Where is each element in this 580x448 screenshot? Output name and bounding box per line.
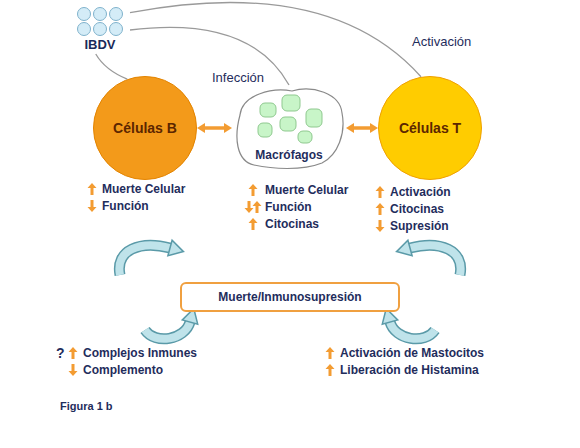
effect-label: Muerte Celular [102,181,202,197]
node-text: Células T [399,120,461,136]
up-arrow [88,183,97,195]
connector-curve [130,2,421,76]
cycle-arrow-outline [390,322,435,339]
up-arrow [69,347,78,359]
interaction-arrow [197,123,232,133]
virus-inclusion [280,117,296,131]
node-text: Muerte/Inmunosupresión [218,290,361,304]
up-arrow [249,184,258,196]
macrophage-label: Macrófagos [232,147,346,163]
cycle-arrow-outline [119,245,170,275]
cycle-arrow-body [390,322,435,339]
effect-label: Citocinas [390,201,480,217]
connector-line [204,126,225,130]
cycle-arrow-head [168,240,184,255]
up-arrow [376,186,385,198]
up-arrow [249,218,258,230]
virus-particle [78,23,91,36]
cell-circle: Células B [93,76,197,180]
virus-inclusion [258,123,272,137]
cycle-arrow-body [119,245,170,275]
macrophage-cell: Macrófagos [232,85,346,171]
virus-label: IBDV [70,37,130,53]
cycle-arrow [145,309,198,339]
connector-curve [130,27,289,85]
effect-label: Activación [390,184,490,200]
effect-label: Función [265,199,345,215]
cycle-arrow-outline [145,322,190,339]
down-arrow [69,364,78,376]
down-arrow [376,220,385,232]
effect-label: Liberación de Histamina [340,362,530,378]
virus-particle [78,8,91,21]
up-arrow [326,364,335,376]
infection-line [96,54,127,79]
interaction-arrow [346,123,378,133]
node-text: Células B [113,120,177,136]
virus-inclusion [298,131,312,143]
cycle-arrow-body [410,245,461,275]
effect-label: Complejos Inmunes [83,345,233,361]
down-arrow [245,201,254,213]
cycle-arrow-head [397,240,413,255]
effect-label: Complemento [83,362,203,378]
virus-inclusion [260,103,276,117]
edge-label: Infección [212,70,302,86]
connector-line [353,126,371,130]
infection-line [130,27,289,85]
arrow-head [224,123,232,133]
cycle-arrow [382,309,435,339]
effect-label: Función [102,198,182,214]
infection-line [130,2,421,76]
up-arrow [376,203,385,215]
virus-inclusion [282,95,300,111]
virus-particle [110,23,123,36]
cycle-arrow-body [145,322,190,339]
cycle-arrow-outline [410,245,461,275]
connector-curve [96,54,127,79]
effect-label: Citocinas [265,216,345,232]
up-arrow [253,201,262,213]
effect-label: Activación de Mastocitos [340,345,530,361]
virus-particle [110,8,123,21]
virus-group: IBDV [70,6,130,54]
arrow-head [197,123,205,133]
virus-inclusion [306,109,322,127]
virus-particle [94,8,107,21]
outcome-box: Muerte/Inmunosupresión [180,282,400,312]
down-arrow [88,200,97,212]
effect-label: Muerte Celular [265,182,365,198]
arrow-head [370,123,378,133]
edge-label: Activación [412,34,502,50]
virus-particle [94,23,107,36]
cycle-arrow [119,240,183,275]
cycle-arrow [397,240,461,275]
up-arrow [326,347,335,359]
cell-circle: Células T [378,76,482,180]
arrow-head [346,123,354,133]
effect-label: Supresión [390,218,480,234]
figure-caption: Figura 1 b [60,398,180,414]
question-mark: ? [56,345,70,361]
